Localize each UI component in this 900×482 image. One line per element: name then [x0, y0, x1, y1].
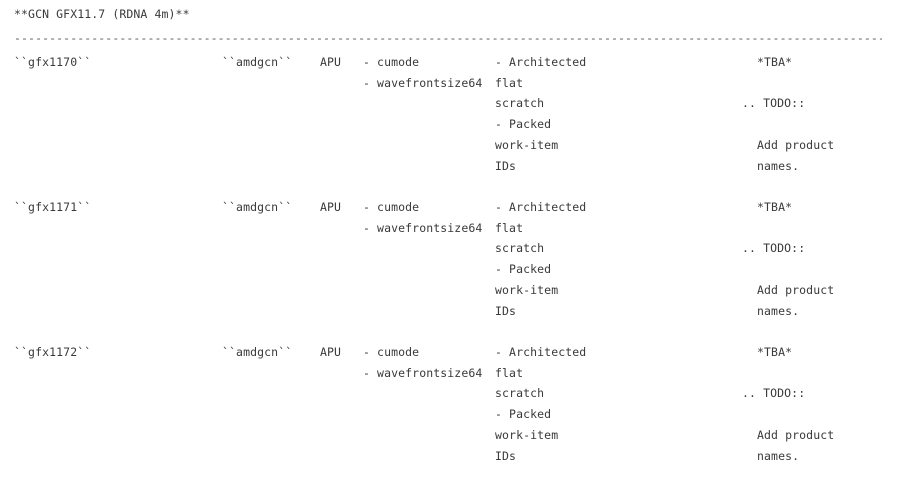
- section-title: **GCN GFX11.7 (RDNA 4m)**: [14, 7, 190, 21]
- cell-target-property: flat: [495, 220, 524, 235]
- cell-product-name: *TBA*: [757, 200, 793, 214]
- cell-target-property: - Architected: [495, 200, 587, 214]
- cell-processor-kind: APU: [320, 55, 342, 69]
- cell-product-name: *TBA*: [757, 55, 793, 69]
- horizontal-rule: ----------------------------------------…: [14, 33, 882, 44]
- cell-target-property: IDs: [495, 303, 517, 318]
- cell-processor-kind: APU: [320, 200, 342, 214]
- cell-target-triple: ``amdgcn``: [222, 55, 293, 69]
- cell-target-triple: ``amdgcn``: [222, 200, 293, 214]
- cell-processor: ``gfx1170``: [14, 55, 92, 69]
- cell-product-name: Add product: [757, 427, 835, 442]
- cell-target-property: IDs: [495, 158, 517, 173]
- cell-product-name: Add product: [757, 282, 835, 297]
- cell-processor: ``gfx1171``: [14, 200, 92, 214]
- cell-target-feature: - cumode: [363, 200, 420, 214]
- cell-target-property: flat: [495, 75, 524, 90]
- cell-target-property: work-item: [495, 427, 559, 442]
- cell-target-property: - Packed: [495, 407, 552, 422]
- cell-product-name: names.: [757, 303, 800, 318]
- cell-target-property: work-item: [495, 137, 559, 152]
- cell-product-name: *TBA*: [757, 345, 793, 359]
- cell-target-property: scratch: [495, 386, 545, 401]
- cell-target-feature: - wavefrontsize64: [363, 365, 483, 380]
- cell-target-feature: - wavefrontsize64: [363, 220, 483, 235]
- cell-target-property: - Packed: [495, 117, 552, 132]
- cell-target-property: - Packed: [495, 262, 552, 277]
- cell-product-name: names.: [757, 158, 800, 173]
- cell-target-property: flat: [495, 365, 524, 380]
- cell-processor: ``gfx1172``: [14, 345, 92, 359]
- cell-target-feature: - wavefrontsize64: [363, 75, 483, 90]
- cell-target-property: work-item: [495, 282, 559, 297]
- cell-target-property: scratch: [495, 241, 545, 256]
- cell-target-feature: - cumode: [363, 345, 420, 359]
- cell-target-property: scratch: [495, 96, 545, 111]
- cell-target-property: - Architected: [495, 55, 587, 69]
- cell-product-name: names.: [757, 448, 800, 463]
- cell-product-todo: .. TODO::: [742, 386, 806, 401]
- cell-target-feature: - cumode: [363, 55, 420, 69]
- cell-target-property: IDs: [495, 448, 517, 463]
- cell-product-name: Add product: [757, 137, 835, 152]
- cell-target-triple: ``amdgcn``: [222, 345, 293, 359]
- cell-processor-kind: APU: [320, 345, 342, 359]
- cell-product-todo: .. TODO::: [742, 241, 806, 256]
- cell-target-property: - Architected: [495, 345, 587, 359]
- cell-product-todo: .. TODO::: [742, 96, 806, 111]
